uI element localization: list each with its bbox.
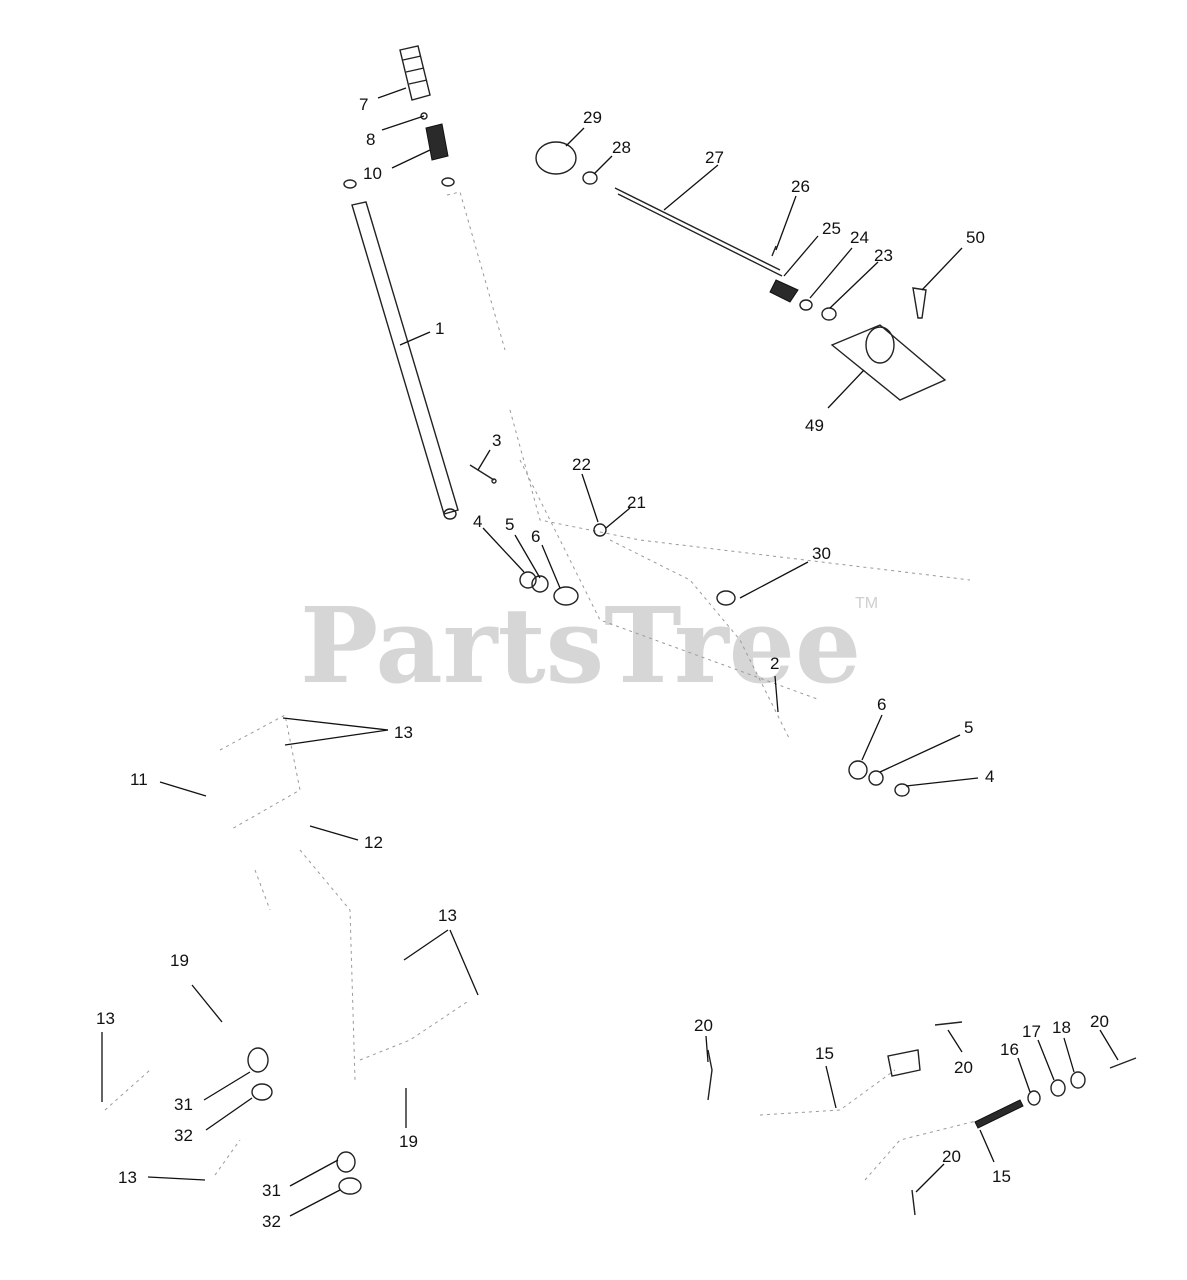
callout-11: 11 [130,770,148,789]
callout-6: 6 [531,527,540,546]
callout-28: 28 [612,138,631,157]
part-32-nut-lower [338,1177,362,1195]
callout-4: 4 [473,512,482,531]
callout-20-bottom: 20 [942,1147,961,1166]
callout-19-bottom: 19 [399,1132,418,1151]
watermark-text: PartsTree [300,584,861,707]
watermark-trademark: TM [855,595,878,612]
callout-31-bottom: 31 [262,1181,281,1200]
callout-13-mid: 13 [438,906,457,925]
leader-lines [101,87,1119,1217]
callout-30: 30 [812,544,831,563]
part-29-knob [535,141,577,175]
callout-4-right: 4 [985,767,994,786]
callout-31-top: 31 [174,1095,193,1114]
callout-19-top: 19 [170,951,189,970]
callout-16: 16 [1000,1040,1019,1059]
part-20-pin-right [1109,1057,1137,1069]
lower-right-linkage [707,1021,1137,1216]
part-18-nut [1070,1071,1086,1089]
part-24-washer [799,299,813,311]
callout-5-right: 5 [964,718,973,737]
callout-17: 17 [1022,1022,1041,1041]
callout-32-top: 32 [174,1126,193,1145]
callout-13-bottom: 13 [118,1168,137,1187]
callout-25: 25 [822,219,841,238]
part-6-bushing-right [848,760,868,780]
part-8-pin [420,112,428,120]
part-5-washer-right [868,770,884,786]
part-23-nut [821,307,837,321]
callout-5: 5 [505,515,514,534]
callout-20-mid: 20 [954,1058,973,1077]
part-20-cotter-left [707,1049,713,1101]
part-4-ring [519,571,537,589]
part-25-spring [769,279,799,303]
part-20-cotter-lower [911,1189,916,1216]
callout-50: 50 [966,228,985,247]
part-31-bushing [247,1047,269,1073]
callout-26: 26 [791,177,810,196]
part-30-bolt [716,590,736,606]
callout-1: 1 [435,319,444,338]
part-21-clip [593,523,607,537]
part-6-bushing [553,586,579,606]
part-7-grip [399,45,431,101]
callout-7: 7 [359,95,368,114]
part-50-bolt [912,287,927,319]
callout-15-bottom: 15 [992,1167,1011,1186]
callout-20-left: 20 [694,1016,713,1035]
part-4-ring-right [894,783,910,797]
part-15-fitting [887,1049,921,1077]
part-20-pin-top [934,1021,963,1026]
callout-23: 23 [874,246,893,265]
callout-29: 29 [583,108,602,127]
callout-18: 18 [1052,1018,1071,1037]
callout-2: 2 [770,654,779,673]
callout-13-top: 13 [394,723,413,742]
part-5-washer [531,575,549,593]
callout-3: 3 [492,431,501,450]
callout-6-right: 6 [877,695,886,714]
part-3-pin [469,464,495,481]
callout-21: 21 [627,493,646,512]
callout-27: 27 [705,148,724,167]
part-28-nut [582,171,598,185]
callout-13-left: 13 [96,1009,115,1028]
callout-12: 12 [364,833,383,852]
cross-shaft-assembly [509,409,971,797]
lower-left-linkage [104,714,471,1195]
callout-labels: 7 8 10 1 3 4 5 6 22 21 30 2 6 5 4 29 28 … [96,95,1109,1231]
part-27-rod [614,187,781,271]
part-15-rod-lower [974,1099,1024,1129]
part-1-lever-rod [351,201,459,515]
part-32-nut [251,1083,273,1101]
part-17-spacer [1050,1079,1066,1097]
callout-15-top: 15 [815,1044,834,1063]
callout-24: 24 [850,228,869,247]
callout-49: 49 [805,416,824,435]
top-right-rod-assembly [535,141,947,401]
callout-10: 10 [363,164,382,183]
part-26-pin [771,245,777,257]
callout-8: 8 [366,130,375,149]
callout-32-bottom: 32 [262,1212,281,1231]
part-31-bushing-lower [336,1151,356,1173]
part-49-bracket [830,324,947,401]
part-16-washer [1027,1090,1041,1106]
upper-shaft-assembly [343,45,506,520]
part-10-spring [425,123,449,161]
callout-20-right: 20 [1090,1012,1109,1031]
callout-22: 22 [572,455,591,474]
